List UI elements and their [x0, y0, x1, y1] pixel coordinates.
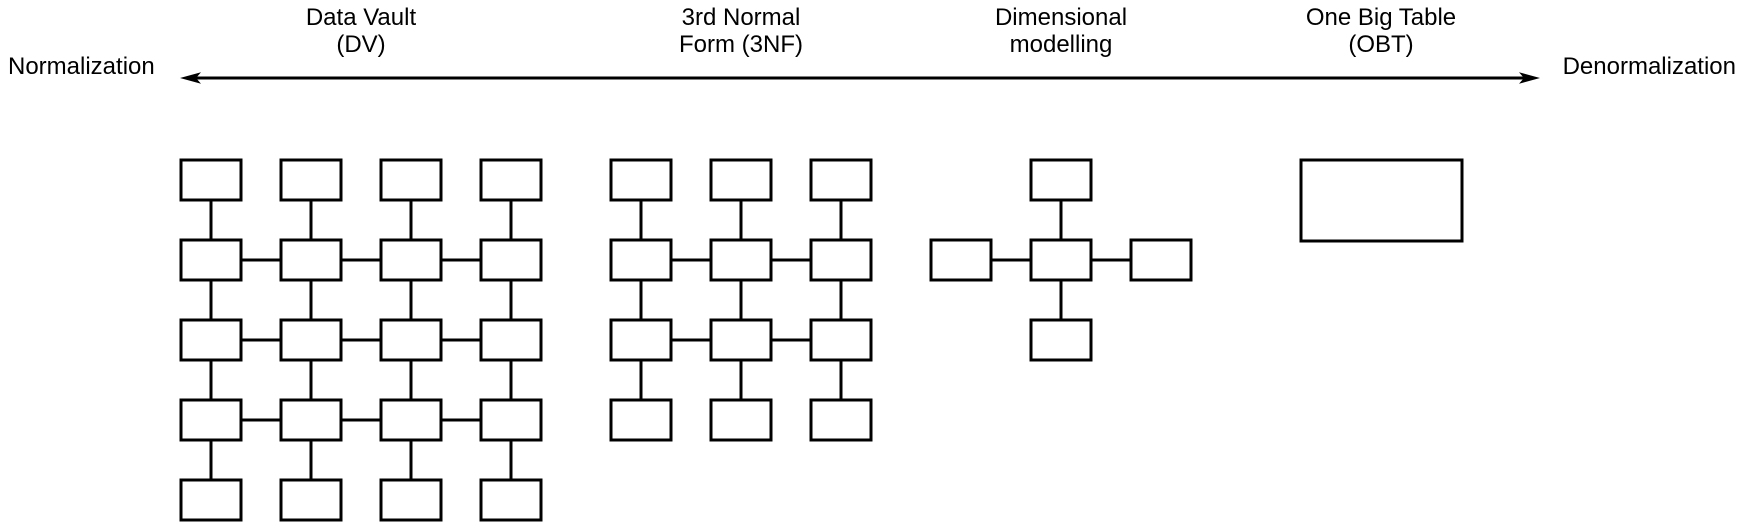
one-big-table — [1299, 158, 1464, 243]
table-box — [609, 318, 673, 362]
table-box — [609, 158, 673, 202]
table-box — [379, 478, 443, 522]
label-dimensional-modelling-line2: modelling — [1010, 31, 1113, 58]
table-box — [479, 238, 543, 282]
label-one-big-table: One Big Table — [1306, 4, 1456, 31]
data-vault-schema — [179, 158, 543, 522]
table-box — [709, 158, 773, 202]
table-box — [379, 398, 443, 442]
table-box — [1029, 238, 1093, 282]
table-box — [479, 318, 543, 362]
right-arrowhead-icon — [1519, 72, 1540, 84]
table-box — [279, 398, 343, 442]
table-box — [1299, 158, 1464, 243]
table-box — [479, 398, 543, 442]
third-normal-form-schema — [609, 158, 873, 442]
spectrum-axis: Normalization Denormalization — [8, 53, 1736, 84]
table-box — [809, 318, 873, 362]
table-box — [479, 478, 543, 522]
table-box — [1029, 318, 1093, 362]
table-box — [279, 318, 343, 362]
table-box — [479, 158, 543, 202]
table-box — [179, 318, 243, 362]
schema-diagrams — [179, 158, 1464, 522]
table-box — [179, 398, 243, 442]
table-box — [279, 158, 343, 202]
axis-left-label: Normalization — [8, 53, 155, 80]
table-box — [709, 318, 773, 362]
table-box — [179, 238, 243, 282]
table-box — [379, 238, 443, 282]
label-third-normal-form: 3rd Normal — [682, 4, 801, 31]
table-box — [1129, 238, 1193, 282]
table-box — [809, 398, 873, 442]
label-data-vault: Data Vault — [306, 4, 417, 31]
left-arrowhead-icon — [180, 72, 201, 84]
label-third-normal-form-abbrev: Form (3NF) — [679, 31, 803, 58]
table-box — [379, 158, 443, 202]
table-box — [279, 478, 343, 522]
method-labels: Data Vault (DV) 3rd Normal Form (3NF) Di… — [306, 4, 1456, 58]
table-box — [709, 238, 773, 282]
table-box — [279, 238, 343, 282]
table-box — [929, 238, 993, 282]
dimensional-model-star-schema — [929, 158, 1193, 362]
table-box — [1029, 158, 1093, 202]
table-box — [709, 398, 773, 442]
table-box — [809, 158, 873, 202]
table-box — [179, 158, 243, 202]
label-dimensional-modelling: Dimensional — [995, 4, 1127, 31]
table-box — [179, 478, 243, 522]
table-box — [609, 238, 673, 282]
axis-right-label: Denormalization — [1563, 53, 1736, 80]
label-data-vault-abbrev: (DV) — [336, 31, 385, 58]
label-one-big-table-abbrev: (OBT) — [1348, 31, 1413, 58]
table-box — [379, 318, 443, 362]
table-box — [609, 398, 673, 442]
table-box — [809, 238, 873, 282]
